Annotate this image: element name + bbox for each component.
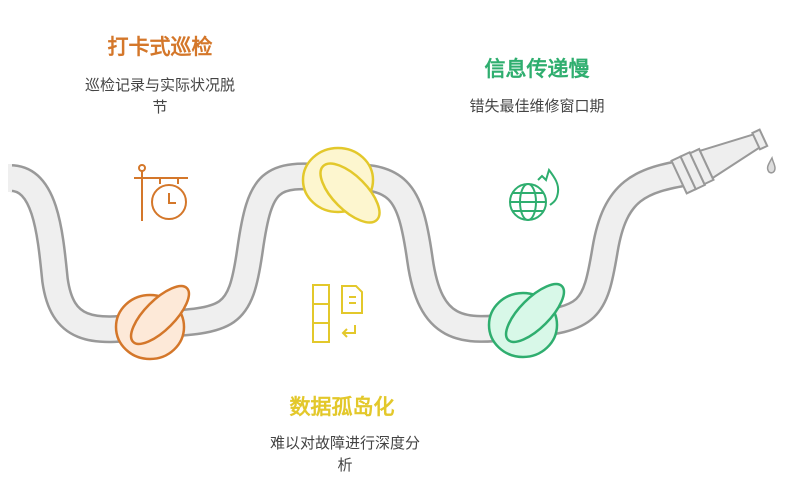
item-title-info-delay: 信息传递慢 [484, 57, 590, 81]
item-title-data-silo: 数据孤岛化 [289, 395, 395, 419]
desc-line: 巡检记录与实际状况脱 [84, 76, 235, 94]
desc-line: 难以对故障进行深度分 [269, 434, 420, 452]
knot-green [487, 282, 566, 359]
knot-orange [114, 284, 191, 361]
knot-yellow [301, 146, 381, 224]
water-drop-icon [766, 156, 776, 174]
item-desc-info-delay: 错失最佳维修窗口期 [437, 95, 637, 117]
signpost-clock-icon [134, 164, 188, 221]
globe-fire-icon [509, 167, 560, 221]
desc-line: 析 [337, 456, 353, 474]
item-desc-data-silo: 难以对故障进行深度分 析 [245, 432, 445, 476]
item-title-inspection: 打卡式巡检 [107, 35, 213, 59]
desc-line: 节 [152, 98, 168, 116]
columns-document-icon [312, 284, 363, 343]
desc-line: 错失最佳维修窗口期 [469, 97, 605, 115]
nozzle-icon [670, 128, 769, 195]
item-desc-inspection: 巡检记录与实际状况脱 节 [60, 74, 260, 118]
